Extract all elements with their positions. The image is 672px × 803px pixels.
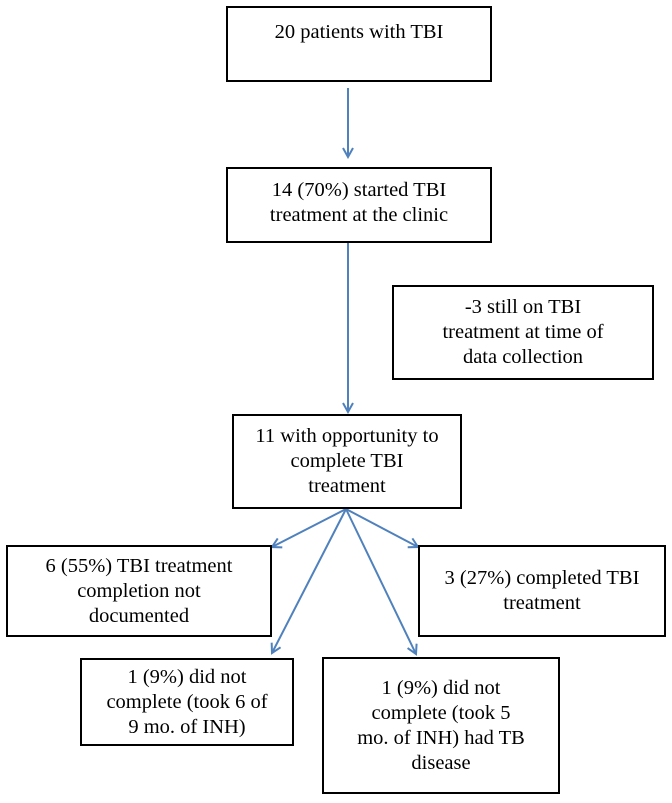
box-completed: 3 (27%) completed TBI treatment [418, 545, 666, 637]
box-did-not-complete-inh6: 1 (9%) did not complete (took 6 of 9 mo.… [80, 658, 294, 746]
box-did-not-complete-tb-text: 1 (9%) did not complete (took 5 mo. of I… [357, 676, 525, 774]
box-started-text: 14 (70%) started TBI treatment at the cl… [269, 179, 449, 226]
arrow-to-did-not-complete-inh6 [272, 508, 347, 653]
box-started: 14 (70%) started TBI treatment at the cl… [226, 167, 492, 243]
box-opportunity: 11 with opportunity to complete TBI trea… [232, 414, 462, 509]
box-patients: 20 patients with TBI [226, 6, 492, 82]
box-not-documented-text: 6 (55%) TBI treatment completion not doc… [45, 554, 233, 627]
box-still-on-treatment: -3 still on TBI treatment at time of dat… [392, 285, 654, 380]
box-opportunity-text: 11 with opportunity to complete TBI trea… [255, 425, 439, 497]
box-completed-text: 3 (27%) completed TBI treatment [444, 567, 640, 614]
box-still-on-treatment-text: -3 still on TBI treatment at time of dat… [442, 296, 604, 368]
arrow-to-completed [345, 508, 418, 547]
arrow-to-not-documented [272, 508, 347, 547]
box-patients-text: 20 patients with TBI [274, 21, 444, 43]
arrow-to-did-not-complete-tb [345, 508, 416, 654]
box-not-documented: 6 (55%) TBI treatment completion not doc… [6, 545, 272, 637]
box-did-not-complete-inh6-text: 1 (9%) did not complete (took 6 of 9 mo.… [106, 665, 268, 738]
box-did-not-complete-tb: 1 (9%) did not complete (took 5 mo. of I… [322, 657, 560, 794]
